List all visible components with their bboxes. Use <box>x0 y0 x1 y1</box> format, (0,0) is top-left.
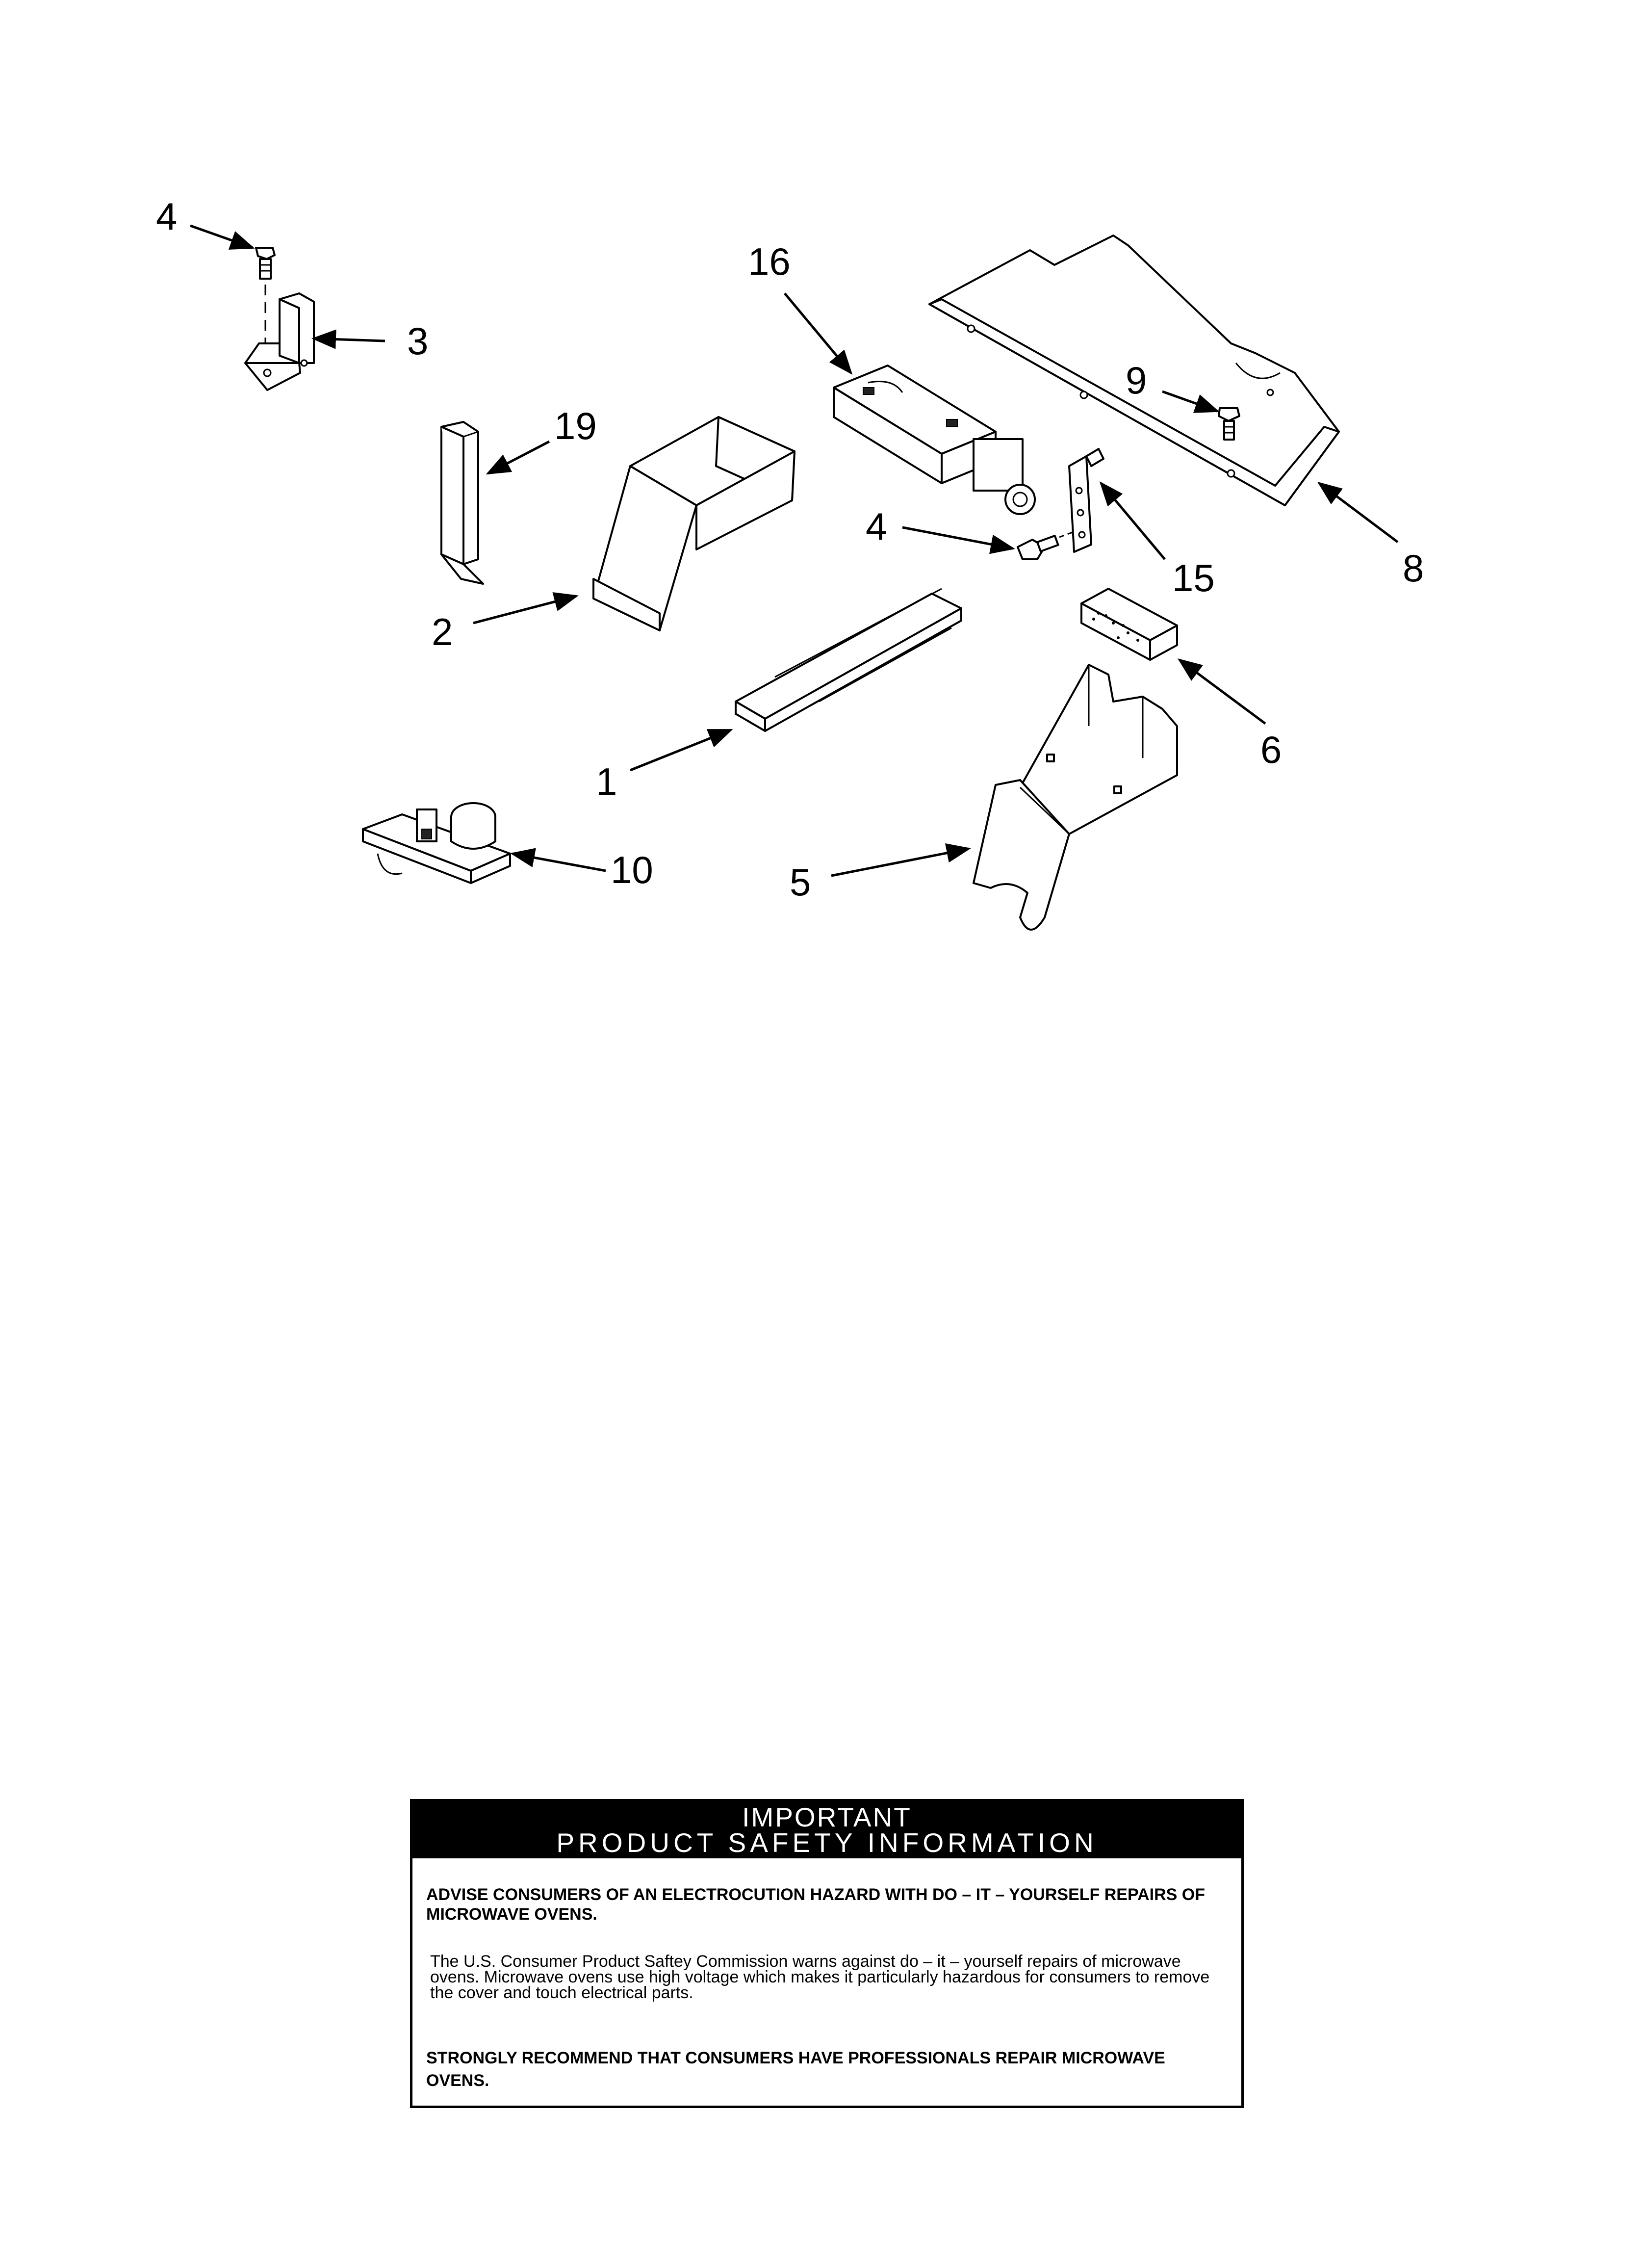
part-duct <box>592 416 795 631</box>
callout-switch-assembly: 10 <box>611 848 653 891</box>
part-top-channel <box>928 235 1340 506</box>
callout-latch-bar: 19 <box>554 404 597 447</box>
callout-top-channel: 8 <box>1403 547 1424 590</box>
part-bracket <box>244 292 315 391</box>
callout-trough: 5 <box>790 860 811 904</box>
callout-small-bracket: 15 <box>1172 556 1215 600</box>
safety-body-text: The U.S. Consumer Product Saftey Commiss… <box>430 1952 1210 2002</box>
part-small-bracket <box>1068 448 1104 553</box>
callout-screw-top-left: 4 <box>156 195 177 238</box>
part-screw-right <box>1218 407 1240 441</box>
part-screw-top-left <box>255 247 276 353</box>
exploded-parts-diagram: 4 3 19 2 1 <box>156 195 1424 931</box>
part-switch-assembly <box>362 802 511 884</box>
callout-bracket: 3 <box>407 319 428 363</box>
part-panel <box>735 588 962 732</box>
safety-notice-subtitle: PRODUCT SAFETY INFORMATION <box>556 1827 1098 1858</box>
callout-motor-assembly: 16 <box>748 240 791 283</box>
part-screw-center <box>1017 529 1079 560</box>
part-latch-bar <box>440 421 484 585</box>
safety-recommendation-text: STRONGLY RECOMMEND THAT CONSUMERS HAVE P… <box>426 2049 1165 2090</box>
safety-warning-text: ADVISE CONSUMERS OF AN ELECTROCUTION HAZ… <box>426 1885 1206 1924</box>
callout-screw-center: 4 <box>866 505 887 548</box>
part-motor-assembly <box>833 365 1036 515</box>
callout-foam-block: 6 <box>1260 728 1282 771</box>
safety-notice-header: IMPORTANT PRODUCT SAFETY INFORMATION <box>412 1801 1241 1858</box>
safety-notice-title: IMPORTANT <box>742 1802 912 1832</box>
part-foam-block <box>1080 588 1178 661</box>
callout-duct: 2 <box>432 610 453 653</box>
callout-screw-right: 9 <box>1126 359 1147 402</box>
safety-notice: IMPORTANT PRODUCT SAFETY INFORMATION ADV… <box>410 1799 1244 2108</box>
part-trough <box>973 664 1178 931</box>
callout-panel: 1 <box>596 760 617 803</box>
